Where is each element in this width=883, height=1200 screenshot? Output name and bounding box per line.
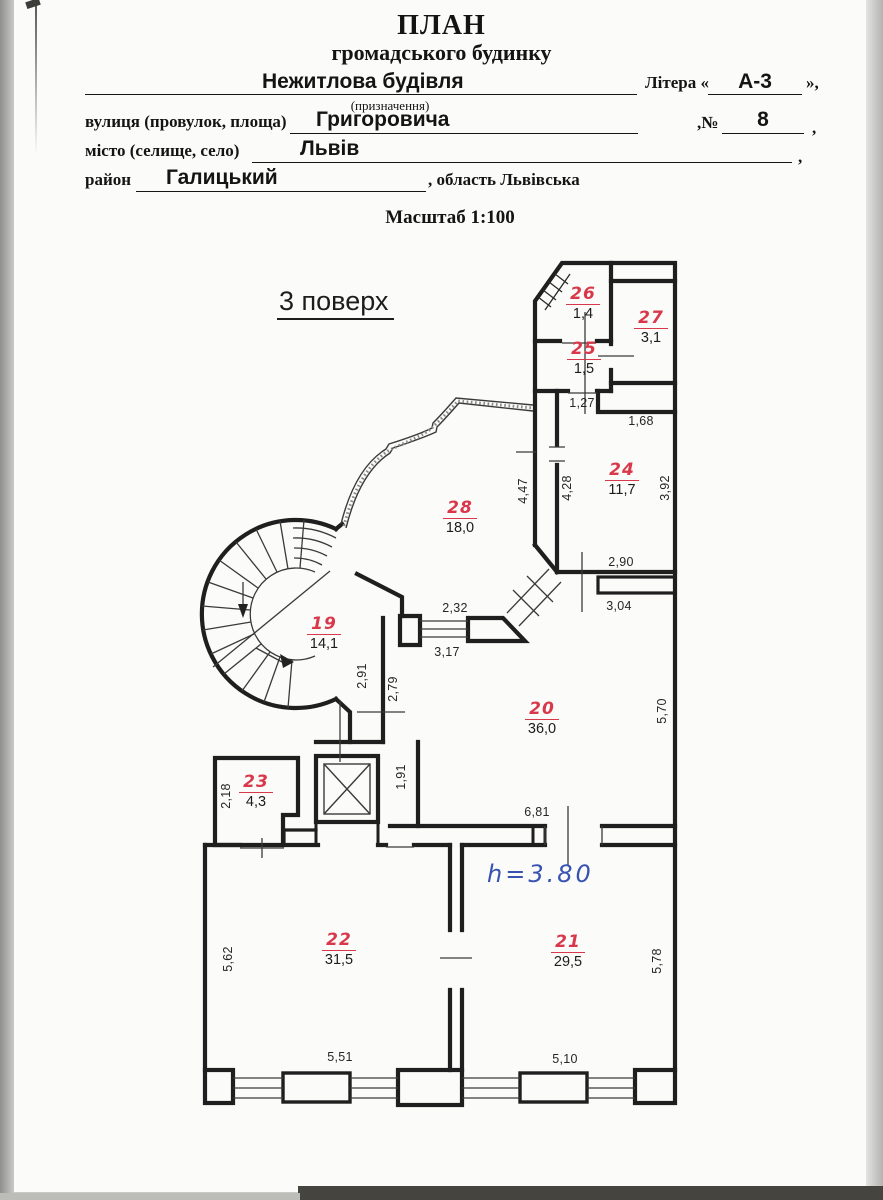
district-label: район — [85, 170, 132, 189]
city-label: місто (селище, село) — [85, 141, 240, 160]
page-crease — [35, 0, 37, 155]
room-number-24: 24 — [605, 462, 639, 481]
thin-lines — [233, 312, 635, 1099]
number-label: ,№ — [697, 113, 719, 132]
room-area-28: 18,0 — [445, 520, 475, 536]
curved-wall — [340, 397, 534, 529]
district-value: Галицький — [166, 166, 278, 189]
thick-walls — [199, 260, 678, 1108]
row2-comma: , — [812, 118, 817, 137]
height-note: h=3.80 — [487, 860, 594, 888]
room-number-20: 20 — [525, 701, 559, 720]
room-label-26: 26 1,4 — [551, 286, 615, 322]
spiral-staircase — [201, 519, 337, 709]
room-label-24: 24 11,7 — [590, 462, 654, 498]
room-label-23: 23 4,3 — [224, 774, 288, 810]
room-area-20: 36,0 — [527, 721, 557, 737]
room-number-23: 23 — [239, 774, 273, 793]
room-label-28: 28 18,0 — [428, 500, 492, 536]
floor-label: 3 поверх — [277, 286, 395, 320]
dim-1-68: 1,68 — [628, 414, 654, 428]
room-number-26: 26 — [566, 286, 600, 305]
room-area-19: 14,1 — [309, 636, 339, 652]
room-number-19: 19 — [307, 616, 341, 635]
room-label-25: 25 1,5 — [552, 341, 616, 377]
room-number-22: 22 — [322, 932, 356, 951]
room-area-26: 1,4 — [572, 306, 594, 322]
dim-4-47: 4,47 — [516, 478, 530, 504]
room-number-28: 28 — [443, 500, 477, 519]
litera-underline — [708, 94, 802, 95]
dim-2-79: 2,79 — [386, 676, 400, 702]
room-number-25: 25 — [567, 341, 601, 360]
scan-edge-left — [0, 0, 14, 1200]
dim-5-10: 5,10 — [552, 1052, 578, 1066]
room-area-25: 1,5 — [573, 361, 595, 377]
room-area-27: 3,1 — [640, 330, 662, 346]
room-label-20: 20 36,0 — [510, 701, 574, 737]
litera-suffix: », — [806, 73, 819, 92]
dim-2-32: 2,32 — [442, 601, 468, 615]
building-type-underline — [85, 94, 637, 95]
dim-4-28: 4,28 — [560, 475, 574, 501]
dim-6-81: 6,81 — [524, 805, 550, 819]
scan-shadow-bottom-left — [0, 1193, 300, 1200]
elevator-symbol — [323, 763, 371, 815]
city-underline — [252, 162, 792, 163]
street-label: вулиця (провулок, площа) — [85, 112, 287, 131]
room-label-22: 22 31,5 — [307, 932, 371, 968]
dim-2-90: 2,90 — [608, 555, 634, 569]
street-underline — [290, 133, 638, 134]
region-suffix: , область Львівська — [428, 170, 580, 189]
building-type-caption: (призначення) — [350, 98, 430, 113]
street-value: Григоровича — [316, 108, 450, 131]
litera-label: Літера « — [645, 73, 709, 92]
row3-comma: , — [798, 147, 803, 166]
dim-1-91: 1,91 — [394, 764, 408, 790]
room-number-21: 21 — [551, 934, 585, 953]
room-number-27: 27 — [634, 310, 668, 329]
dim-3-92: 3,92 — [658, 475, 672, 501]
dim-5-62: 5,62 — [221, 946, 235, 972]
scan-shadow-bottom — [298, 1186, 883, 1200]
scan-edge-right — [866, 0, 883, 1200]
dim-2-91: 2,91 — [355, 663, 369, 689]
number-value: 8 — [757, 108, 769, 131]
room-area-21: 29,5 — [553, 954, 583, 970]
document-title: ПЛАН — [397, 10, 486, 41]
dim-5-70: 5,70 — [655, 698, 669, 724]
room-area-22: 31,5 — [324, 952, 354, 968]
litera-value: А-3 — [738, 70, 772, 93]
room-area-24: 11,7 — [608, 482, 636, 498]
number-underline — [722, 133, 804, 134]
building-type-value: Нежитлова будівля — [262, 70, 464, 93]
dim-2-18: 2,18 — [219, 783, 233, 809]
room-label-27: 27 3,1 — [619, 310, 683, 346]
dim-3-17: 3,17 — [434, 645, 460, 659]
chamfer-steps-hatch — [537, 273, 571, 311]
room-label-19: 19 14,1 — [292, 616, 356, 652]
stair-arrows — [238, 604, 294, 668]
dim-3-04: 3,04 — [606, 599, 632, 613]
city-value: Львів — [300, 137, 360, 160]
document-subtitle: громадського будинку — [331, 40, 552, 65]
dim-5-51: 5,51 — [327, 1050, 353, 1064]
dim-1-27: 1,27 — [569, 396, 595, 410]
room-area-23: 4,3 — [245, 794, 267, 810]
district-underline — [136, 191, 426, 192]
scanned-page — [10, 0, 870, 1192]
scale-label: Масштаб 1:100 — [385, 207, 515, 228]
dim-5-78: 5,78 — [650, 948, 664, 974]
room-label-21: 21 29,5 — [536, 934, 600, 970]
